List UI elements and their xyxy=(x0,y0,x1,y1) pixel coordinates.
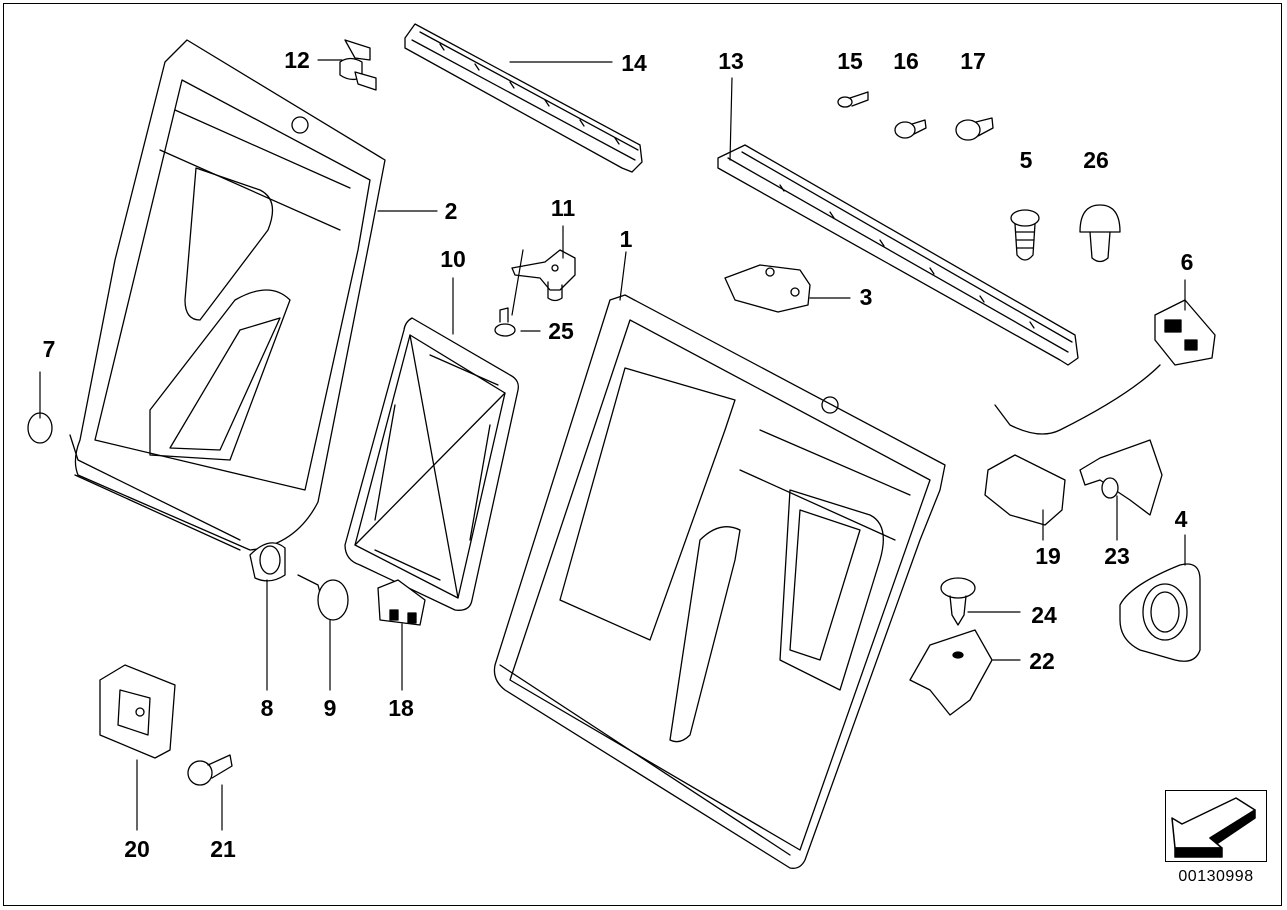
callout-6[interactable]: 6 xyxy=(1180,249,1194,275)
callout-20[interactable]: 20 xyxy=(124,836,150,862)
callout-2[interactable]: 2 xyxy=(444,198,458,224)
part-20-latch-plate[interactable] xyxy=(99,664,176,759)
reference-arrow-icon xyxy=(1171,797,1256,858)
callout-14[interactable]: 14 xyxy=(621,50,647,76)
part-24-rivet[interactable] xyxy=(940,577,976,626)
callout-7[interactable]: 7 xyxy=(42,336,56,362)
callout-3[interactable]: 3 xyxy=(859,284,873,310)
part-11-hinge[interactable] xyxy=(511,249,576,302)
leader-lines xyxy=(39,59,1186,831)
callout-13[interactable]: 13 xyxy=(718,48,744,74)
part-22-cover[interactable] xyxy=(909,629,993,716)
part-17-screw[interactable] xyxy=(955,117,994,141)
callout-22[interactable]: 22 xyxy=(1029,648,1055,674)
callout-11[interactable]: 11 xyxy=(550,195,576,221)
callout-1[interactable]: 1 xyxy=(619,226,633,252)
callout-10[interactable]: 10 xyxy=(440,246,466,272)
callout-12[interactable]: 12 xyxy=(284,47,310,73)
part-1-large-frame[interactable] xyxy=(493,294,946,869)
callout-19[interactable]: 19 xyxy=(1035,543,1061,569)
callout-26[interactable]: 26 xyxy=(1083,147,1109,173)
part-3-lock[interactable] xyxy=(724,264,811,313)
callout-4[interactable]: 4 xyxy=(1174,506,1188,532)
callout-15[interactable]: 15 xyxy=(837,48,863,74)
callout-5[interactable]: 5 xyxy=(1019,147,1033,173)
callout-16[interactable]: 16 xyxy=(893,48,919,74)
part-18-bracket[interactable] xyxy=(377,579,426,626)
reference-box xyxy=(1165,790,1267,862)
part-6-lock-cable[interactable] xyxy=(994,299,1216,435)
diagram-frame xyxy=(3,3,1282,906)
callout-21[interactable]: 21 xyxy=(210,836,236,862)
part-19-bracket[interactable] xyxy=(984,454,1066,526)
part-26-plug[interactable] xyxy=(1079,204,1121,263)
part-25-screw[interactable] xyxy=(494,307,516,337)
part-10-frame-insert[interactable] xyxy=(344,317,519,611)
part-13-right-rail[interactable] xyxy=(717,144,1079,366)
part-5-rivet[interactable] xyxy=(1010,209,1040,261)
callout-24[interactable]: 24 xyxy=(1031,602,1057,628)
part-2-narrow-frame[interactable] xyxy=(69,39,386,551)
part-16-screw[interactable] xyxy=(894,119,927,139)
callout-25[interactable]: 25 xyxy=(548,318,574,344)
part-4-trim-cover[interactable] xyxy=(1119,563,1201,662)
part-21-bolt[interactable] xyxy=(187,754,233,786)
part-23-bracket[interactable] xyxy=(1079,439,1163,516)
part-8-bushing[interactable] xyxy=(249,542,286,582)
part-14-left-rail[interactable] xyxy=(404,23,643,173)
callout-17[interactable]: 17 xyxy=(960,48,986,74)
callout-9[interactable]: 9 xyxy=(323,695,337,721)
callout-8[interactable]: 8 xyxy=(260,695,274,721)
part-9-bolt[interactable] xyxy=(297,574,349,621)
reference-number: 00130998 xyxy=(1178,868,1254,885)
part-12-clip[interactable] xyxy=(339,39,377,91)
callout-18[interactable]: 18 xyxy=(388,695,414,721)
callout-23[interactable]: 23 xyxy=(1104,543,1130,569)
part-15-screw[interactable] xyxy=(837,91,869,108)
